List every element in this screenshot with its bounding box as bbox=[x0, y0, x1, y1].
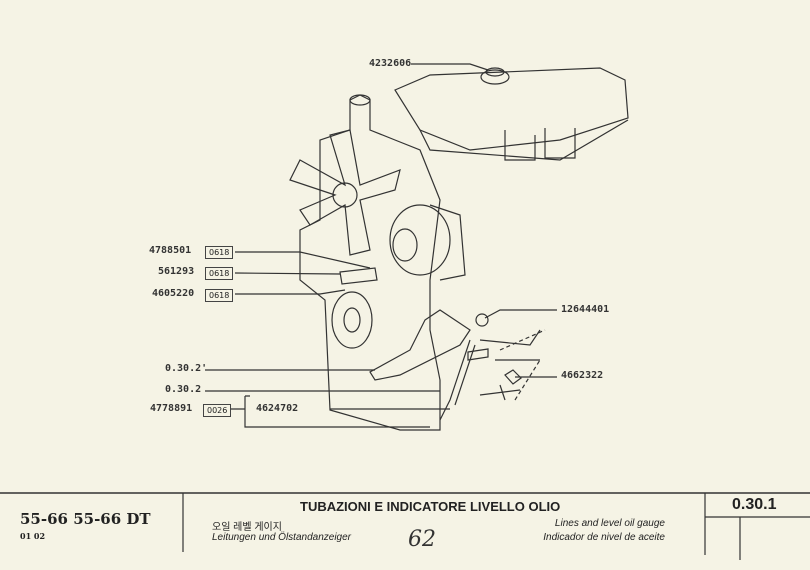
callout-4232606: 4232606 bbox=[369, 58, 412, 69]
callout-code: 0618 bbox=[205, 246, 234, 259]
callout-part: 4605220 bbox=[152, 288, 195, 299]
title-german: Leitungen und Ölstandanzeiger bbox=[212, 532, 351, 543]
section-number: 0.30.1 bbox=[732, 496, 777, 513]
title-english: Lines and level oil gauge bbox=[554, 518, 665, 529]
title-korean: 오일 레벨 게이지 bbox=[212, 522, 282, 533]
section-title: TUBAZIONI E INDICATORE LIVELLO OLIO bbox=[300, 499, 561, 514]
callout-part: 4788501 bbox=[149, 245, 192, 256]
reference-label: 0.30.2 bbox=[165, 384, 202, 395]
handwritten-page-number: 62 bbox=[408, 527, 436, 552]
model-codes: 01 02 bbox=[20, 531, 46, 541]
callout-code: 0618 bbox=[205, 267, 234, 280]
callout-part: 4624702 bbox=[256, 403, 299, 414]
callout-code: 0618 bbox=[205, 289, 234, 302]
callout-part: 4778891 bbox=[150, 403, 193, 414]
callout-part: 4662322 bbox=[561, 370, 604, 381]
model-numbers: 55-66 55-66 DT bbox=[20, 510, 151, 528]
reference-label: 0.30.2' bbox=[165, 363, 208, 374]
title-spanish: Indicador de nivel de aceite bbox=[543, 532, 665, 543]
callout-code: 0026 bbox=[203, 404, 232, 417]
callout-part: 12644401 bbox=[561, 304, 610, 315]
callout-part: 561293 bbox=[158, 266, 195, 277]
